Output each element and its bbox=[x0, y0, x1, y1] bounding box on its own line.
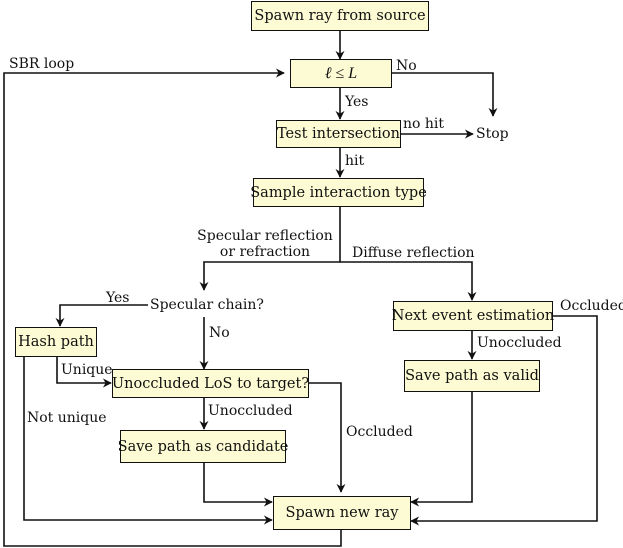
los-to-target-node: Unoccluded LoS to target? bbox=[112, 369, 309, 398]
edge-candidate-to-spawn bbox=[203, 463, 273, 507]
specular-chain-node: Specular chain? bbox=[150, 297, 264, 313]
test-intersection-node: Test intersection bbox=[276, 120, 401, 148]
no-hit-label: no hit bbox=[403, 116, 445, 132]
not-unique-label: Not unique bbox=[27, 410, 107, 426]
unique-label: Unique bbox=[61, 362, 113, 378]
edge-valid-to-spawn bbox=[410, 392, 473, 507]
los-occluded-label: Occluded bbox=[346, 424, 413, 440]
edge-los-occluded-to-spawn bbox=[309, 382, 346, 493]
edge-chain-yes-to-hash bbox=[55, 304, 148, 327]
edge-condition-no-to-stop bbox=[392, 72, 498, 117]
nee-unoccluded-label: Unoccluded bbox=[477, 335, 562, 351]
next-event-estimation-node: Next event estimation bbox=[392, 301, 554, 331]
edge-sbr-loop bbox=[3, 68, 342, 547]
save-path-valid-node: Save path as valid bbox=[404, 360, 540, 392]
edge-hash-unique-to-los bbox=[56, 357, 112, 388]
chain-no-label: No bbox=[209, 325, 230, 341]
chain-yes-label: Yes bbox=[106, 290, 130, 306]
stop-node: Stop bbox=[476, 126, 509, 142]
edge-nee-occluded-to-spawn bbox=[410, 315, 598, 526]
los-unoccluded-label: Unoccluded bbox=[208, 403, 293, 419]
sample-interaction-type-node: Sample interaction type bbox=[250, 178, 427, 207]
hash-path-node: Hash path bbox=[15, 327, 97, 357]
loop-condition-node: ℓ ≤ L bbox=[290, 59, 392, 88]
save-path-candidate-node: Save path as candidate bbox=[118, 430, 288, 463]
diffuse-reflection-label: Diffuse reflection bbox=[352, 245, 475, 261]
hit-label: hit bbox=[345, 153, 365, 169]
condition-no-label: No bbox=[396, 58, 417, 74]
edge-sample-split bbox=[199, 207, 341, 291]
spawn-new-ray-node: Spawn new ray bbox=[273, 496, 411, 530]
spawn-ray-source-node: Spawn ray from source bbox=[251, 1, 429, 31]
specular-reflection-line2: or refraction bbox=[219, 244, 311, 260]
sbr-loop-label: SBR loop bbox=[9, 56, 75, 72]
edge-hash-notunique-to-spawn bbox=[23, 357, 273, 525]
nee-occluded-label: Occluded bbox=[560, 298, 623, 314]
condition-yes-label: Yes bbox=[345, 94, 369, 110]
specular-reflection-line1: Specular reflection bbox=[197, 228, 333, 244]
edge-sample-to-diffuse bbox=[340, 261, 477, 301]
specular-reflection-label: Specular reflection or refraction bbox=[191, 228, 339, 260]
